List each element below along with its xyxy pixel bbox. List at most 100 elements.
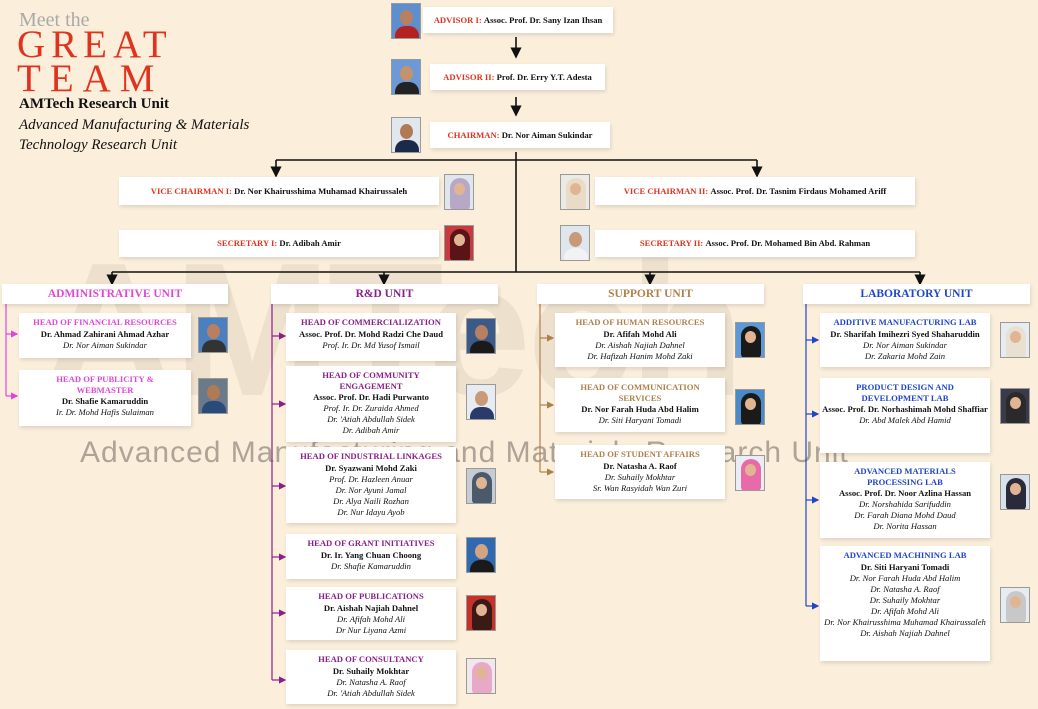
- rnd-publications-role: HEAD OF PUBLICATIONS: [318, 591, 424, 601]
- chairman-box: CHAIRMAN: Dr. Nor Aiman Sukindar: [430, 122, 610, 148]
- lab-machining-member-4: Dr. Afifah Mohd Ali: [871, 606, 939, 616]
- advisor1-photo: [391, 3, 421, 39]
- vice-chairman1-role: VICE CHAIRMAN I:: [150, 186, 232, 196]
- vice-chairman2-photo: [560, 174, 590, 210]
- rnd-commercialization-photo: [466, 318, 496, 354]
- lab-materials-member-1: Dr. Norshahida Sarifuddin: [859, 499, 951, 509]
- rnd-publications-member-1: Dr. Afifah Mohd Ali: [337, 614, 405, 624]
- rnd-grant-member: Dr. Shafie Kamaruddin: [331, 561, 411, 571]
- lab-materials-member-3: Dr. Norita Hassan: [873, 521, 937, 531]
- admin-financial-member: Dr. Nor Aiman Sukindar: [63, 340, 147, 350]
- lab-machining-member-3: Dr. Suhaily Mokhtar: [869, 595, 941, 605]
- secretary2-photo: [560, 225, 590, 261]
- advisor1-role: ADVISOR I:: [433, 15, 482, 25]
- secretary2-role: SECRETARY II:: [639, 238, 704, 248]
- lab-materials-photo: [1000, 474, 1030, 510]
- admin-publicity-member: Ir. Dr. Mohd Hafis Sulaiman: [56, 407, 154, 417]
- rnd-community-member-3: Dr. Adibah Amir: [342, 425, 400, 435]
- rnd-community-photo: [466, 384, 496, 420]
- support-hr-photo: [735, 322, 765, 358]
- chairman-photo: [391, 117, 421, 153]
- lab-product-design-member: Dr. Abd Malek Abd Hamid: [859, 415, 951, 425]
- admin-financial-role: HEAD OF FINANCIAL RESOURCES: [33, 317, 177, 327]
- header-meet: Meet the: [19, 9, 90, 31]
- rnd-industrial-role: HEAD OF INDUSTRIAL LINKAGES: [300, 451, 442, 461]
- rnd-consultancy-member-2: Dr. 'Atiah Abdullah Sidek: [327, 688, 415, 698]
- advisor1-box: ADVISOR I: Assoc. Prof. Dr. Sany Izan Ih…: [423, 7, 613, 33]
- rnd-industrial-member-2: Dr. Nor Ayuni Jamal: [335, 485, 407, 495]
- vice-chairman1-photo: [444, 174, 474, 210]
- lab-machining-member-2: Dr. Natasha A. Raof: [870, 584, 940, 594]
- lab-machining-member-6: Dr. Aishah Najiah Dahnel: [860, 628, 950, 638]
- vice-chairman2-box: VICE CHAIRMAN II: Assoc. Prof. Dr. Tasni…: [595, 177, 915, 205]
- rnd-consultancy-member-1: Dr. Natasha A. Raof: [336, 677, 406, 687]
- support-communication-member: Dr. Siti Haryani Tomadi: [598, 415, 682, 425]
- rnd-industrial-member-3: Dr. Alya Naili Rozhan: [333, 496, 409, 506]
- support-student-box: HEAD OF STUDENT AFFAIRS Dr. Natasha A. R…: [555, 445, 725, 499]
- rnd-industrial-member-4: Dr. Nur Idayu Ayob: [337, 507, 405, 517]
- secretary1-box: SECRETARY I: Dr. Adibah Amir: [119, 230, 439, 257]
- admin-financial-head: Dr. Ahmad Zahirani Ahmad Azhar: [40, 329, 170, 339]
- rnd-publications-member-2: Dr Nur Liyana Azmi: [335, 625, 407, 635]
- header-unit-name: AMTech Research Unit: [19, 96, 169, 112]
- lab-machining-photo: [1000, 587, 1030, 623]
- rnd-grant-box: HEAD OF GRANT INITIATIVES Dr. Ir. Yang C…: [286, 534, 456, 579]
- chairman-role: CHAIRMAN:: [447, 130, 500, 140]
- support-hr-member-2: Dr. Hafizah Hanim Mohd Zaki: [587, 351, 693, 361]
- admin-financial-photo: [198, 317, 228, 353]
- rnd-commercialization-role: HEAD OF COMMERCIALIZATION: [301, 317, 441, 327]
- advisor2-name: Prof. Dr. Erry Y.T. Adesta: [496, 72, 592, 82]
- header-unit-subtitle: Advanced Manufacturing & Materials Techn…: [19, 115, 279, 155]
- rnd-publications-box: HEAD OF PUBLICATIONS Dr. Aishah Najiah D…: [286, 587, 456, 640]
- admin-publicity-head: Dr. Shafie Kamaruddin: [61, 396, 149, 406]
- rnd-publications-photo: [466, 595, 496, 631]
- lab-machining-member-1: Dr. Nor Farah Huda Abd Halim: [849, 573, 961, 583]
- lab-product-design-role: PRODUCT DESIGN AND DEVELOPMENT LAB: [856, 382, 954, 403]
- rnd-consultancy-photo: [466, 658, 496, 694]
- admin-publicity-box: HEAD OF PUBLICITY & WEBMASTER Dr. Shafie…: [19, 370, 191, 426]
- rnd-community-member-1: Prof. Ir. Dr. Zuraida Ahmed: [323, 403, 419, 413]
- vice-chairman2-role: VICE CHAIRMAN II:: [623, 186, 709, 196]
- lab-product-design-head: Assoc. Prof. Dr. Norhashimah Mohd Shaffi…: [822, 404, 988, 414]
- admin-unit-header: ADMINISTRATIVE UNIT: [2, 284, 228, 304]
- vice-chairman2-name: Assoc. Prof. Dr. Tasnim Firdaus Mohamed …: [710, 186, 887, 196]
- rnd-grant-role: HEAD OF GRANT INITIATIVES: [307, 538, 435, 548]
- support-unit-header: SUPPORT UNIT: [537, 284, 764, 304]
- header-team: TEAM: [17, 57, 164, 100]
- support-hr-member-1: Dr. Aishah Najiah Dahnel: [595, 340, 685, 350]
- rnd-grant-photo: [466, 537, 496, 573]
- support-communication-box: HEAD OF COMMUNICATION SERVICES Dr. Nor F…: [555, 378, 725, 432]
- rnd-commercialization-head: Assoc. Prof. Dr. Mohd Radzi Che Daud: [299, 329, 443, 339]
- admin-financial-box: HEAD OF FINANCIAL RESOURCES Dr. Ahmad Za…: [19, 313, 191, 358]
- lab-unit-header: LABORATORY UNIT: [803, 284, 1030, 304]
- header-unit-subtitle-line1: Advanced Manufacturing & Materials: [19, 117, 250, 133]
- header-unit-subtitle-line2: Technology Research Unit: [19, 137, 178, 153]
- rnd-industrial-photo: [466, 468, 496, 504]
- secretary2-box: SECRETARY II: Assoc. Prof. Dr. Mohamed B…: [595, 230, 915, 257]
- rnd-unit-header: R&D UNIT: [271, 284, 498, 304]
- advisor2-photo: [391, 59, 421, 95]
- lab-machining-head: Dr. Siti Haryani Tomadi: [860, 562, 950, 572]
- support-communication-photo: [735, 389, 765, 425]
- lab-additive-member-2: Dr. Zakaria Mohd Zain: [864, 351, 946, 361]
- support-hr-head: Dr. Afifah Mohd Ali: [603, 329, 677, 339]
- lab-materials-member-2: Dr. Farah Diana Mohd Daud: [854, 510, 956, 520]
- admin-publicity-role: HEAD OF PUBLICITY & WEBMASTER: [56, 374, 154, 395]
- rnd-industrial-box: HEAD OF INDUSTRIAL LINKAGES Dr. Syazwani…: [286, 447, 456, 523]
- lab-additive-photo: [1000, 322, 1030, 358]
- support-student-member-2: Sr. Wan Rasyidah Wan Zuri: [592, 483, 688, 493]
- advisor2-box: ADVISOR II: Prof. Dr. Erry Y.T. Adesta: [430, 64, 605, 90]
- secretary1-role: SECRETARY I:: [217, 238, 278, 248]
- lab-machining-box: ADVANCED MACHINING LAB Dr. Siti Haryani …: [820, 546, 990, 661]
- rnd-grant-head: Dr. Ir. Yang Chuan Choong: [320, 550, 422, 560]
- lab-additive-member-1: Dr. Nor Aiman Sukindar: [863, 340, 947, 350]
- lab-additive-head: Dr. Sharifah Imihezri Syed Shaharuddin: [830, 329, 980, 339]
- support-hr-box: HEAD OF HUMAN RESOURCES Dr. Afifah Mohd …: [555, 313, 725, 367]
- support-student-member-1: Dr. Suhaily Mokhtar: [604, 472, 676, 482]
- lab-materials-role: ADVANCED MATERIALS PROCESSING LAB: [854, 466, 956, 487]
- lab-additive-box: ADDITIVE MANUFACTURING LAB Dr. Sharifah …: [820, 313, 990, 367]
- lab-materials-head: Assoc. Prof. Dr. Noor Azlina Hassan: [838, 488, 972, 498]
- rnd-community-member-2: Dr. 'Atiah Abdullah Sidek: [327, 414, 415, 424]
- support-student-photo: [735, 455, 765, 491]
